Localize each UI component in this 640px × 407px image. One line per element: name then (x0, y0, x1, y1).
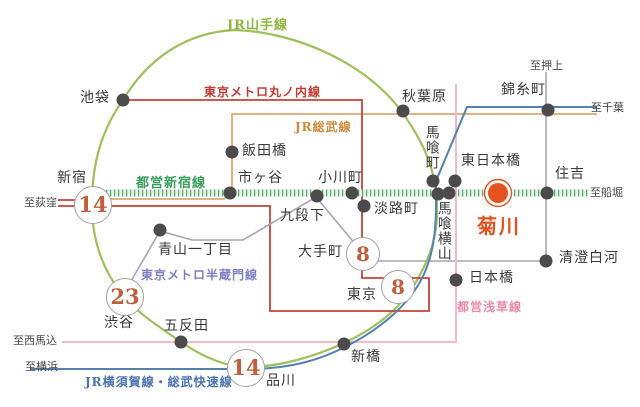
station-dot-kinshicho (541, 103, 555, 117)
direction-label-chiba: 至千葉 (591, 101, 624, 114)
station-label-shinagawa: 品川 (266, 373, 296, 389)
station-label-akihabara: 秋葉原 (402, 89, 447, 105)
line-yokosuka-rapid (30, 106, 597, 370)
station-label-iidabashi: 飯田橋 (242, 143, 287, 159)
station-label-kudanshita: 九段下 (280, 208, 325, 224)
station-label-shibuya: 渋谷 (104, 315, 134, 331)
station-label-kiyosumi-shirakawa: 清澄白河 (559, 250, 619, 266)
station-label-bakurocho: 馬喰町 (423, 125, 440, 170)
station-label-shimbashi: 新橋 (351, 349, 381, 365)
station-label-kikukawa: 菊川 (477, 214, 521, 238)
station-dot-ikebukuro (116, 93, 130, 107)
station-dot-higashi-nihombashi (448, 174, 462, 188)
station-label-shinjuku: 新宿 (57, 170, 87, 186)
station-dot-gotanda (174, 335, 188, 349)
badge-tokyo-minutes: 8 (381, 270, 415, 304)
line-label-yamanote: JR山手線 (227, 18, 288, 33)
station-dot-bakurocho (426, 174, 440, 188)
station-dots (116, 93, 555, 351)
station-label-sumiyoshi: 住吉 (555, 166, 585, 182)
line-label-yokosuka-rapid: JR横須賀線・総武快速線 (85, 375, 233, 389)
station-dot-kudanshita (310, 189, 324, 203)
line-yamanote (90, 28, 439, 369)
station-label-otemachi: 大手町 (298, 244, 343, 260)
line-label-marunouchi: 東京メトロ丸ノ内線 (204, 85, 322, 99)
station-dot-kikukawa (488, 183, 508, 203)
station-label-aoyama-itchome: 青山一丁目 (158, 242, 233, 258)
station-label-ogawamachi: 小川町 (318, 170, 363, 186)
station-dot-akihabara (396, 104, 410, 118)
station-label-ikebukuro: 池袋 (80, 90, 110, 106)
station-dot-bakuro-yokoyama-a (431, 187, 445, 201)
station-label-tokyo: 東京 (347, 287, 377, 303)
station-label-nihombashi: 日本橋 (469, 270, 514, 286)
direction-label-funabori: 至船堀 (590, 186, 623, 199)
station-dot-iidabashi (225, 145, 239, 159)
station-dot-ogawamachi (345, 186, 359, 200)
badge-shinjuku-minutes: 14 (74, 186, 112, 224)
direction-label-nishi-magome: 至西馬込 (13, 334, 57, 347)
station-label-ichigaya: 市ヶ谷 (238, 170, 283, 186)
station-dot-aoyama-itchome (153, 223, 167, 237)
badge-shibuya-minutes: 23 (106, 278, 144, 316)
badge-otemachi-minutes: 8 (346, 237, 380, 271)
line-label-hanzomon: 東京メトロ半蔵門線 (141, 268, 259, 282)
line-toei-asakusa (62, 84, 457, 343)
line-label-sobu: JR総武線 (295, 120, 352, 134)
station-dot-kiyosumi-shirakawa (539, 254, 553, 268)
station-dot-nihombashi (449, 273, 463, 287)
badge-shinagawa-minutes: 14 (227, 349, 265, 387)
line-label-toei-asakusa: 都営浅草線 (457, 300, 523, 314)
direction-label-yokohama: 至横浜 (25, 360, 58, 373)
station-label-bakuro-yokoyama: 馬喰横山 (435, 201, 452, 261)
station-dot-bakuro-yokoyama-b (442, 186, 456, 200)
direction-label-ogikubo: 至荻窪 (24, 196, 57, 209)
station-dot-awajicho (357, 199, 371, 213)
station-label-higashi-nihombashi: 東日本橋 (461, 153, 521, 169)
station-dot-sumiyoshi (540, 186, 554, 200)
station-label-kinshicho: 錦糸町 (501, 82, 546, 98)
line-label-toei-shinjuku: 都営新宿線 (136, 176, 207, 191)
station-dot-shimbashi (337, 337, 351, 351)
direction-label-oshiage: 至押上 (530, 59, 563, 72)
station-label-awajicho: 淡路町 (374, 201, 419, 217)
station-dot-ichigaya (223, 186, 237, 200)
station-label-gotanda: 五反田 (164, 318, 209, 334)
